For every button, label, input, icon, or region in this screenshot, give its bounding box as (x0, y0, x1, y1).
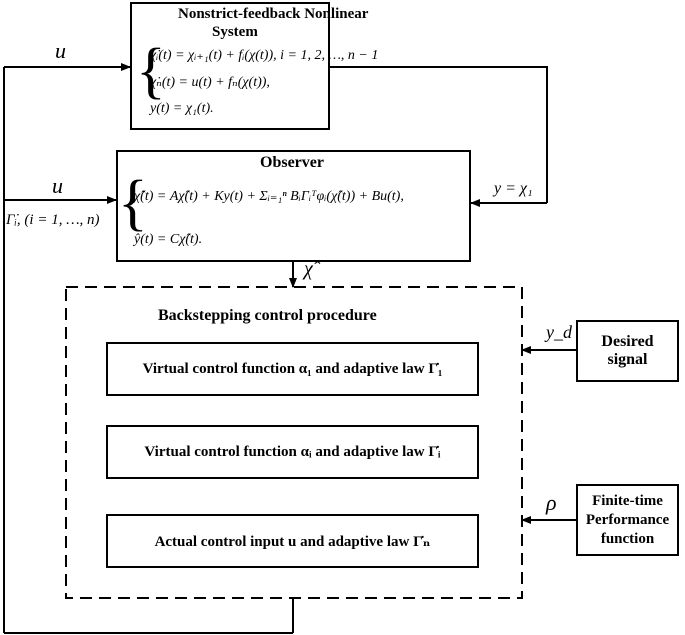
system-equation-3: y(t) = χ₁(t). (150, 101, 214, 116)
system-title-line2: System (212, 24, 258, 40)
backstepping-dashed-box (65, 286, 523, 599)
step-virtual-control-i: Virtual control function αᵢ and adaptive… (106, 425, 479, 479)
desired-signal-box: Desired signal (576, 320, 679, 382)
y-output-line (330, 66, 548, 203)
observer-equation-2: ŷ(t) = Cχ̂(t). (134, 232, 203, 247)
rho-label: ρ (546, 490, 557, 515)
gamma-dot-label: Γ̇ᵢ, (i = 1, …, n) (6, 212, 100, 228)
observer-box (116, 150, 471, 262)
desired-line1: Desired (601, 333, 654, 350)
observer-brace: { (118, 169, 148, 237)
desired-line2: signal (607, 351, 648, 368)
system-equation-2: χ̇ₙ(t) = u(t) + fₙ(χ(t)), (150, 75, 270, 90)
backstepping-title: Backstepping control procedure (158, 307, 377, 324)
yd-label: y_d (546, 322, 572, 342)
chi-hat-label: χ̂ (304, 258, 313, 280)
step-actual-control: Actual control input u and adaptive law … (106, 514, 479, 568)
performance-line2: Performance (585, 511, 670, 528)
performance-line3: function (600, 530, 655, 547)
system-box (130, 2, 330, 130)
observer-title: Observer (260, 154, 324, 171)
u-label-top: u (55, 38, 66, 63)
y-equals-chi1-label: y = χ₁ (494, 180, 533, 197)
system-equation-1: χ̇ᵢ(t) = χᵢ₊₁(t) + fᵢ(χ(t)), i = 1, 2, …… (150, 48, 379, 63)
step-virtual-control-1: Virtual control function α₁ and adaptive… (106, 342, 479, 396)
u-label-observer: u (52, 173, 63, 198)
observer-equation-1: χ̂̇(t) = Aχ̂(t) + Ky(t) + Σᵢ₌₁ⁿ BᵢΓᵢᵀφᵢ(… (134, 189, 404, 204)
system-brace: { (136, 37, 166, 105)
performance-function-box: Finite-time Performance function (576, 484, 679, 556)
system-title-line1: Nonstrict-feedback Nonlinear (178, 6, 369, 22)
performance-line1: Finite-time (592, 492, 663, 509)
